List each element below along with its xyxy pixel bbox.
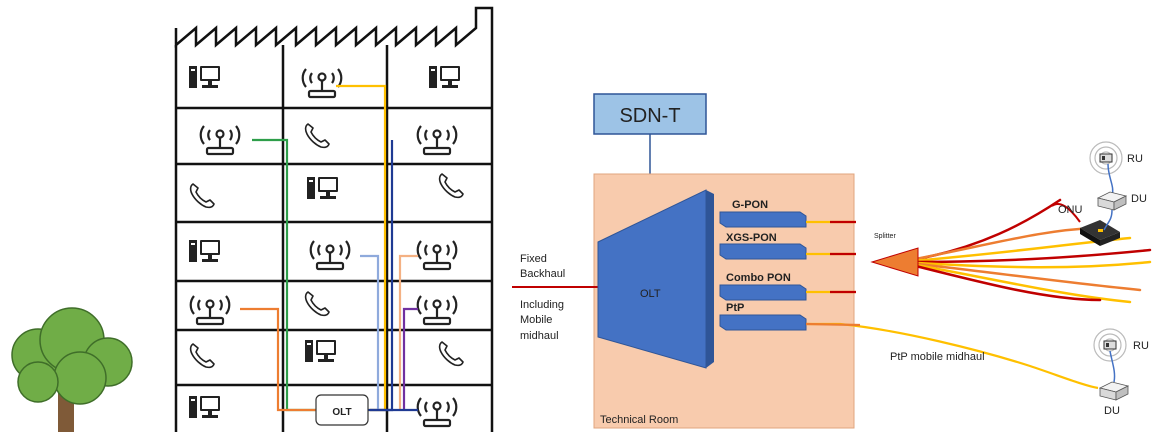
desktop-computer-icon bbox=[305, 340, 336, 362]
distributed-unit-icon bbox=[1099, 381, 1129, 401]
port-label-xgspon: XGS-PON bbox=[726, 232, 777, 244]
ru-bottom-label: RU bbox=[1133, 340, 1149, 352]
splitter-cone bbox=[870, 247, 919, 277]
wifi-antenna-icon bbox=[301, 67, 343, 99]
wifi-antenna-icon bbox=[309, 239, 351, 271]
building-olt-box bbox=[315, 394, 369, 426]
svg-text:Fixed Backhaul Includi: Fixed Backhaul Including Mobile midhaul bbox=[520, 253, 568, 342]
radio-unit-icon bbox=[1093, 328, 1127, 362]
radio-unit-icon bbox=[1089, 141, 1123, 175]
telephone-icon bbox=[304, 123, 330, 149]
wifi-antenna-icon bbox=[416, 396, 458, 428]
port-label-gpon: G-PON bbox=[732, 199, 768, 211]
desktop-computer-icon bbox=[189, 396, 220, 418]
port-label-ptp: PtP bbox=[726, 302, 744, 314]
port-stubs bbox=[806, 220, 856, 294]
du-bottom-label: DU bbox=[1104, 405, 1120, 417]
olt-label: OLT bbox=[640, 288, 661, 300]
telephone-icon bbox=[438, 173, 464, 199]
sdn-box bbox=[593, 93, 707, 135]
desktop-computer-icon bbox=[307, 177, 338, 199]
desktop-computer-icon bbox=[429, 66, 460, 88]
onu-device-icon bbox=[1080, 220, 1120, 246]
onu-label: ONU bbox=[1058, 204, 1083, 216]
ptp-fiber bbox=[806, 322, 1099, 390]
backhaul-label-4: Mobile bbox=[520, 314, 552, 326]
backhaul-label-2: Backhaul bbox=[520, 268, 565, 280]
telephone-icon bbox=[189, 183, 215, 209]
building-olt-label: OLT bbox=[332, 407, 351, 418]
svg-text:G-PON XGS-PON Combo PO: G-PON XGS-PON Combo PON PtP bbox=[726, 199, 794, 314]
telephone-icon bbox=[189, 343, 215, 369]
wifi-antenna-icon bbox=[189, 294, 231, 326]
splitter-label: Splitter bbox=[874, 233, 896, 240]
wifi-antenna-icon bbox=[416, 239, 458, 271]
wifi-antenna-icon bbox=[416, 124, 458, 156]
wifi-antenna-icon bbox=[416, 294, 458, 326]
backhaul-label-5: midhaul bbox=[520, 330, 559, 342]
building: OLT bbox=[174, 6, 494, 432]
backhaul-label-3: Including bbox=[520, 299, 564, 311]
building-roof bbox=[174, 6, 494, 432]
desktop-computer-icon bbox=[189, 240, 220, 262]
wifi-antenna-icon bbox=[199, 124, 241, 156]
fiber-fan bbox=[898, 198, 1152, 304]
building-fibers bbox=[240, 84, 418, 412]
distributed-unit-icon bbox=[1097, 191, 1127, 211]
sdn-label: SDN-T bbox=[619, 105, 680, 127]
desktop-computer-icon bbox=[189, 66, 220, 88]
port-label-combopon: Combo PON bbox=[726, 272, 791, 284]
telephone-icon bbox=[438, 341, 464, 367]
tree-icon bbox=[11, 307, 133, 432]
telephone-icon bbox=[304, 291, 330, 317]
ptp-midhaul-label: PtP mobile midhaul bbox=[890, 351, 985, 363]
ru-top-label: RU bbox=[1127, 153, 1143, 165]
technical-room-label: Technical Room bbox=[600, 414, 678, 426]
backhaul-label-1: Fixed bbox=[520, 253, 547, 265]
olt-ports bbox=[719, 211, 807, 331]
du-top-label: DU bbox=[1131, 193, 1147, 205]
